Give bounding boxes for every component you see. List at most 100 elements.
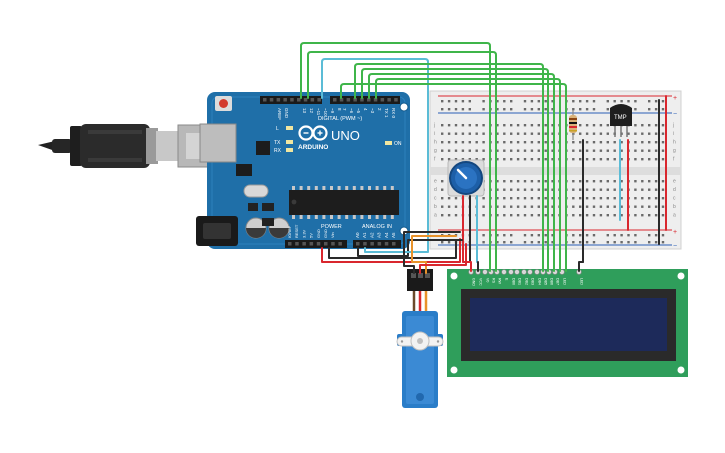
- lcd-pin-label: DB4: [538, 278, 542, 285]
- wire-pin3: [368, 73, 555, 272]
- power-pin-label: RESET: [294, 224, 299, 238]
- lcd-pin-label: RS: [492, 278, 496, 284]
- digital-pin-label: 8: [337, 108, 342, 111]
- power-pin-label: 3.3V: [301, 229, 306, 238]
- arduino-brand-text: ARDUINO: [298, 144, 328, 151]
- led-l-label: L: [276, 126, 279, 132]
- power-pin-label: IOREF: [287, 225, 292, 238]
- analog-pin-label: A1: [362, 232, 367, 238]
- digital-pin-label: 4: [363, 108, 368, 111]
- row-letter: c: [673, 196, 676, 202]
- arduino-model-text: UNO: [331, 128, 360, 143]
- arduino-uno-board: L TX RX ON ARDUINO UNO DIGITAL (PWM ~) P…: [196, 92, 410, 249]
- wire-pin10: [321, 58, 429, 247]
- lcd-pin-label: V0: [486, 278, 490, 282]
- wire-gnd: [328, 240, 457, 259]
- wire-a1: [364, 245, 429, 253]
- led-on-label: ON: [394, 141, 402, 147]
- row-letter: j: [433, 123, 435, 129]
- row-letter: e: [673, 179, 676, 185]
- row-letter: c: [434, 196, 437, 202]
- wire-servo-gnd: [403, 231, 461, 274]
- row-letter: a: [673, 213, 676, 219]
- lcd-pin-label: DB6: [550, 278, 554, 285]
- row-letter: j: [672, 123, 674, 129]
- digital-header-label: DIGITAL (PWM ~): [318, 116, 362, 122]
- sensor-label: TMP: [614, 115, 627, 121]
- lcd-pin-label: GND: [472, 278, 476, 286]
- row-letter: b: [673, 204, 676, 210]
- digital-pin-label: ~9: [330, 108, 335, 114]
- digital-pin-label: TX 1: [384, 108, 389, 118]
- digital-pin-label: ~6: [349, 108, 354, 114]
- arduino-logo-icon: [298, 125, 328, 141]
- servo-horn[interactable]: [396, 331, 444, 351]
- lcd-screen: [470, 298, 667, 351]
- row-letter: d: [434, 187, 437, 193]
- power-header-label: POWER: [321, 224, 342, 230]
- digital-pin-label: ~5: [356, 108, 361, 114]
- led-tx-label: TX: [274, 140, 281, 146]
- lcd-pin-label: DB2: [525, 278, 529, 285]
- gnd-pin-label: GND: [284, 108, 289, 119]
- row-letter: f: [434, 157, 436, 163]
- digital-header-right: [330, 96, 400, 104]
- analog-pin-label: A5: [391, 232, 396, 238]
- led-rx-label: RX: [274, 148, 282, 154]
- wire-5v: [321, 238, 461, 263]
- aref-pin-label: AREF: [277, 108, 282, 120]
- lcd-pin-label: VCC: [479, 278, 483, 286]
- row-letter: h: [673, 140, 676, 146]
- row-letter: i: [434, 131, 435, 137]
- analog-header: [353, 240, 401, 248]
- row-letter: g: [673, 148, 676, 154]
- rail-minus-bottom: −: [673, 243, 677, 250]
- power-pin-label: GND: [316, 229, 321, 238]
- row-letter: d: [673, 187, 676, 193]
- temperature-sensor: TMP: [610, 104, 632, 137]
- analog-pin-label: A2: [369, 232, 374, 238]
- lcd-pin-label: DB0: [512, 278, 516, 285]
- wire-a0: [357, 239, 463, 257]
- servo-motor: [396, 269, 444, 408]
- digital-pin-label: ~3: [370, 108, 375, 114]
- analog-pin-label: A3: [377, 232, 382, 238]
- microcontroller-chip: [289, 186, 399, 219]
- row-letter: b: [434, 204, 437, 210]
- analog-pin-label: A0: [355, 232, 360, 238]
- wire-pin11: [307, 51, 497, 272]
- row-letter: i: [673, 131, 674, 137]
- wire-pin4: [361, 68, 549, 272]
- digital-pin-label: 2: [377, 108, 382, 111]
- digital-pin-label: 12: [309, 108, 314, 114]
- power-pin-label: GND: [323, 229, 328, 238]
- row-letter: g: [434, 148, 437, 154]
- row-letter: h: [434, 140, 437, 146]
- analog-header-label: ANALOG IN: [362, 224, 392, 230]
- potentiometer[interactable]: [447, 159, 485, 197]
- digital-pin-label: 13: [302, 108, 307, 114]
- rail-plus-top: +: [673, 95, 677, 102]
- digital-pin-label: RX 0: [391, 108, 396, 119]
- lcd-pin-label: DB5: [544, 278, 548, 285]
- lcd-pin-label: LED: [580, 278, 584, 285]
- lcd-pin-label: DB7: [556, 278, 560, 285]
- digital-pin-label: 7: [342, 108, 347, 111]
- wire-pin12: [300, 42, 491, 272]
- lcd-pin-label: DB1: [518, 278, 522, 285]
- wires: [300, 42, 667, 274]
- rail-plus-bottom: +: [673, 229, 677, 236]
- power-header: [285, 240, 347, 248]
- power-pin-label: Vin: [330, 232, 335, 238]
- row-letter: a: [434, 213, 437, 219]
- row-letter: f: [673, 157, 675, 163]
- row-letter: e: [434, 179, 437, 185]
- resistor: [569, 110, 577, 140]
- wire-pin5: [354, 63, 544, 272]
- wire-pin2: [375, 78, 561, 272]
- lcd-pin-label: E: [505, 278, 509, 281]
- lcd-pin-label: DB3: [531, 278, 535, 285]
- power-pin-label: 5V: [309, 233, 314, 238]
